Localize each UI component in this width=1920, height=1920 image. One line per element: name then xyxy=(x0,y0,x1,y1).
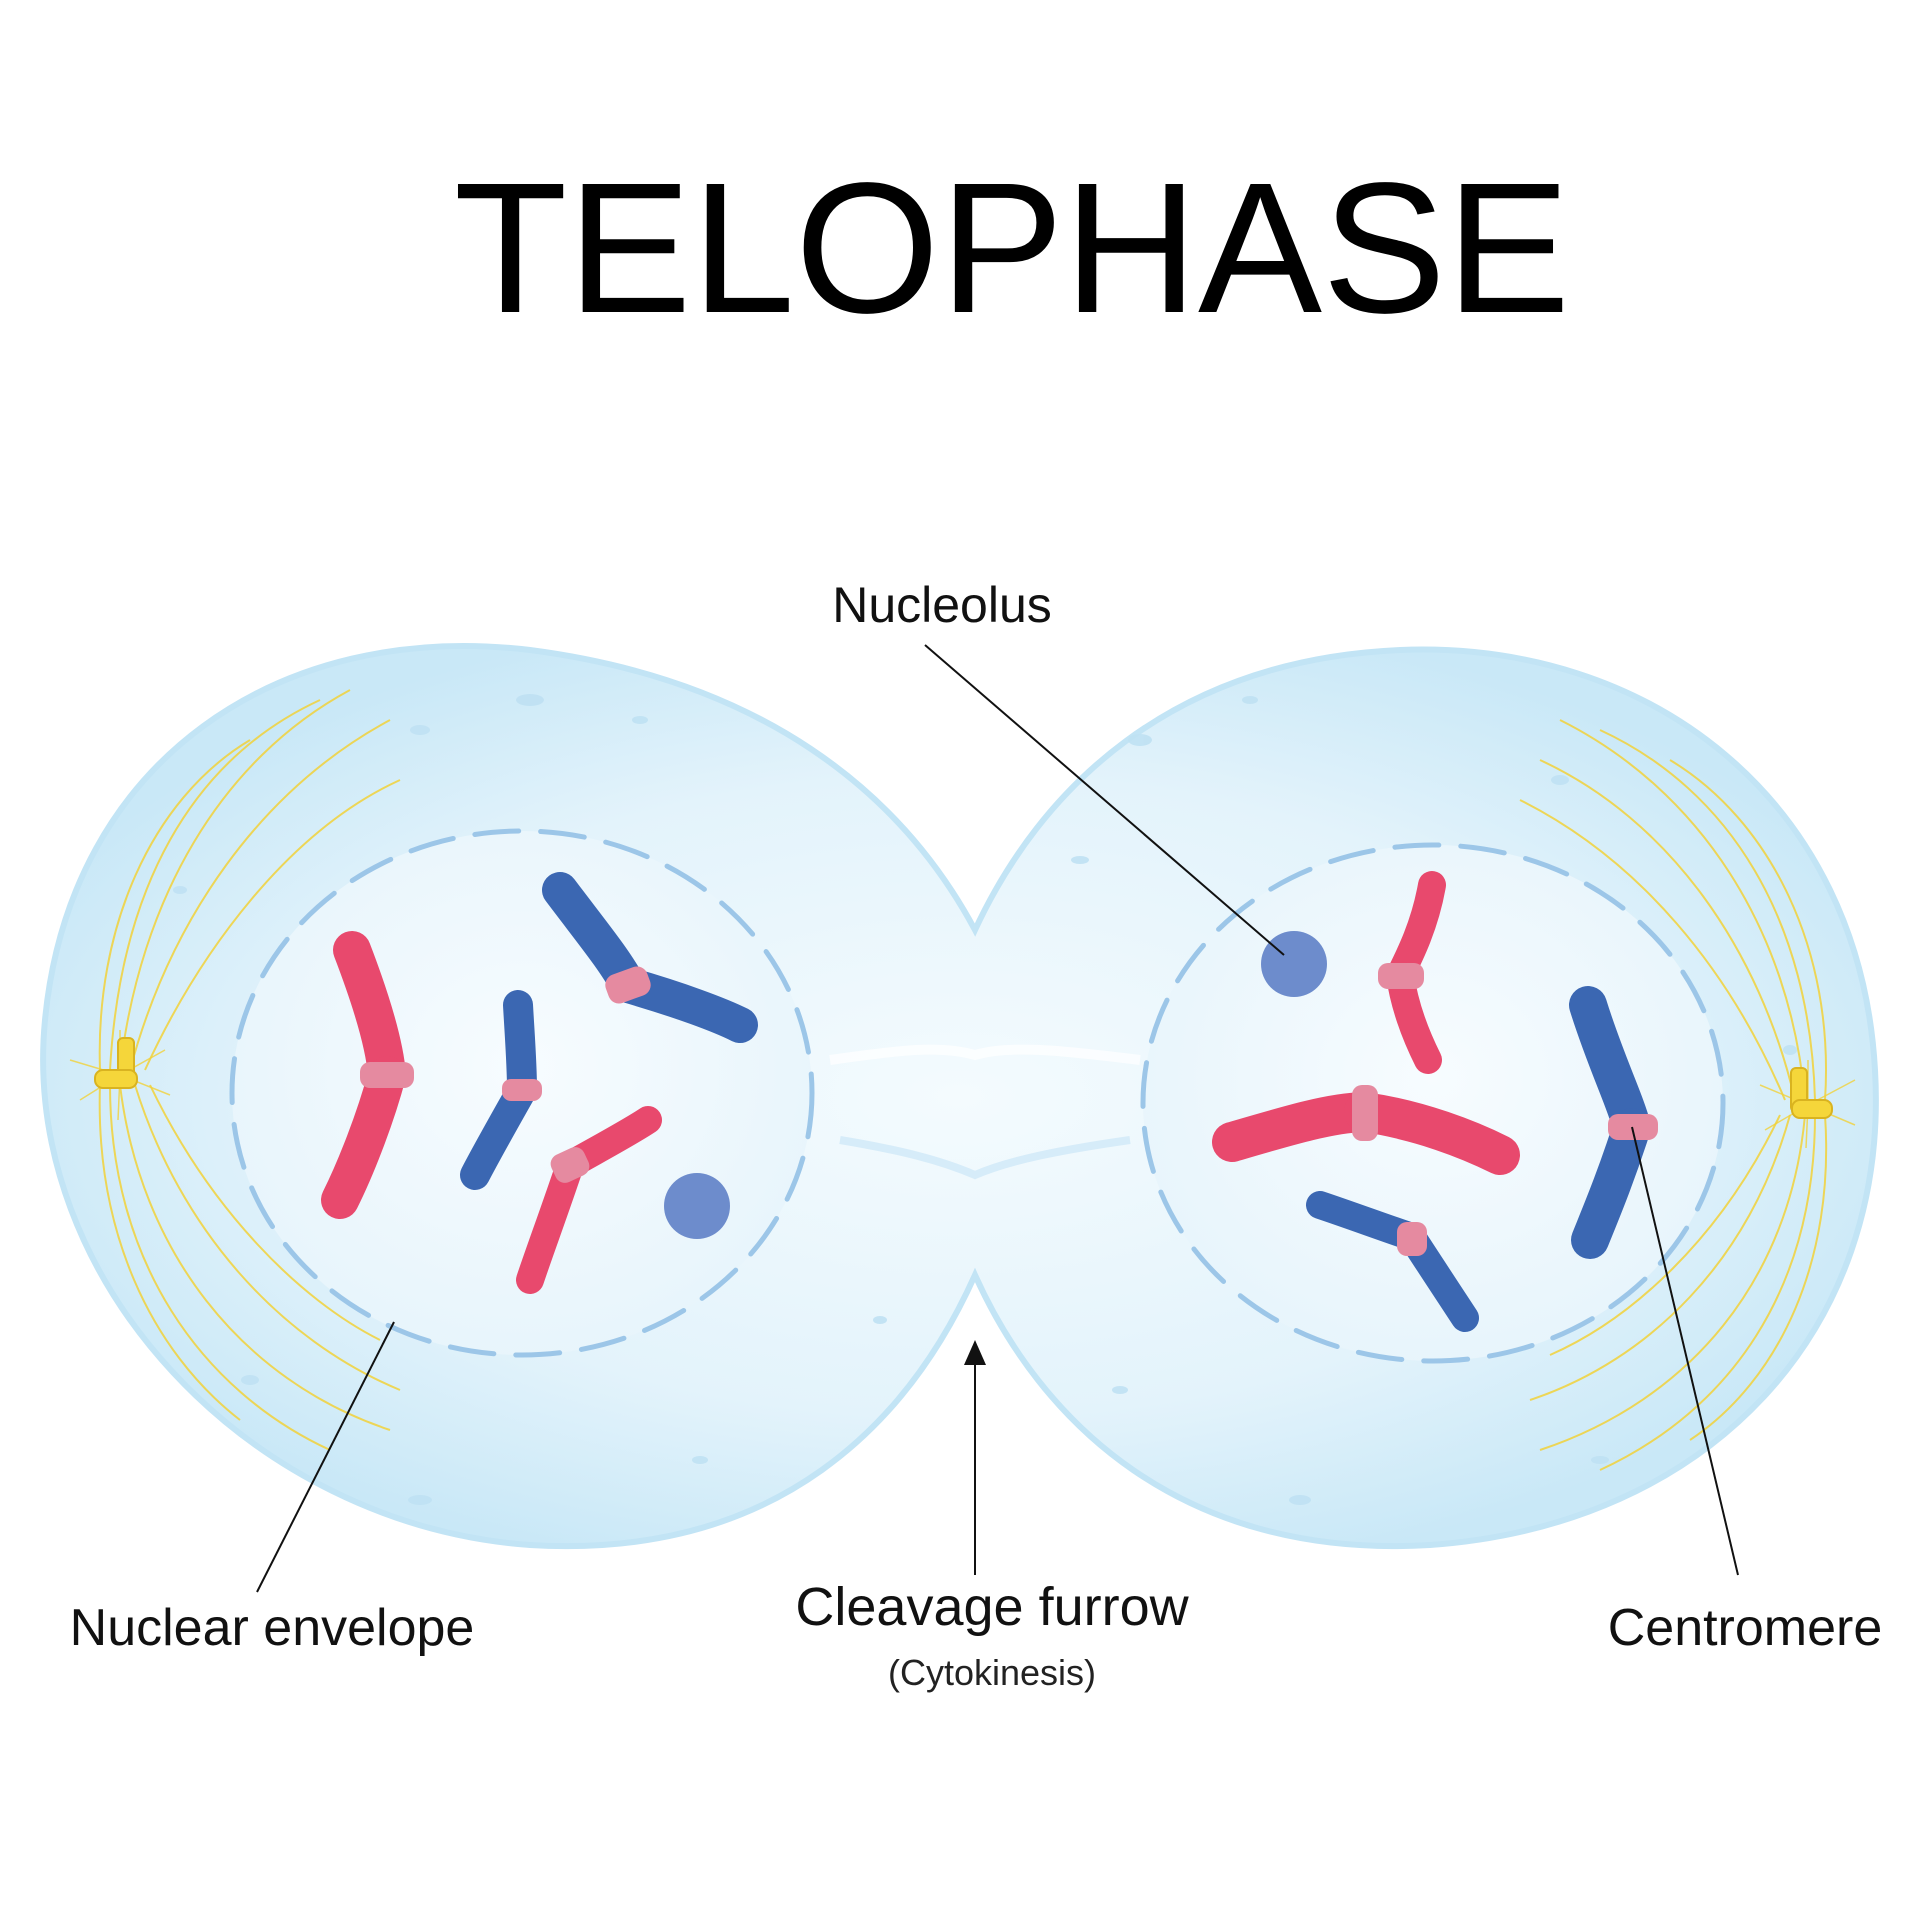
centriole-left-icon xyxy=(69,1030,171,1121)
nuclear-envelope-leader xyxy=(256,1321,395,1593)
spindle-fibers-left xyxy=(98,689,401,1451)
title: TELOPHASE xyxy=(454,145,1570,352)
chromosome xyxy=(1378,871,1446,1074)
chromosome xyxy=(516,1106,662,1294)
chromosome xyxy=(460,990,542,1190)
leader-lines xyxy=(256,644,1739,1593)
chromosome xyxy=(321,931,414,1219)
centromere-label: Centromere xyxy=(1608,1599,1883,1657)
cleavage-furrow-arrow-icon xyxy=(964,1340,986,1365)
nuclear-envelope-label: Nuclear envelope xyxy=(70,1599,475,1657)
cytokinesis-label: (Cytokinesis) xyxy=(888,1652,1096,1693)
nucleolus-right xyxy=(1261,931,1327,997)
nucleolus-leader xyxy=(924,644,1285,956)
cleavage-furrow-label: Cleavage furrow xyxy=(795,1577,1189,1637)
chromosome xyxy=(1212,1085,1520,1175)
nucleolus-label: Nucleolus xyxy=(832,577,1052,633)
nucleolus-left xyxy=(664,1173,730,1239)
centriole-right-icon xyxy=(1759,1060,1856,1149)
centromere-leader xyxy=(1631,1126,1739,1576)
chromosome xyxy=(1306,1191,1479,1332)
chromosome xyxy=(542,872,758,1043)
spindle-fibers-right xyxy=(1519,719,1828,1471)
